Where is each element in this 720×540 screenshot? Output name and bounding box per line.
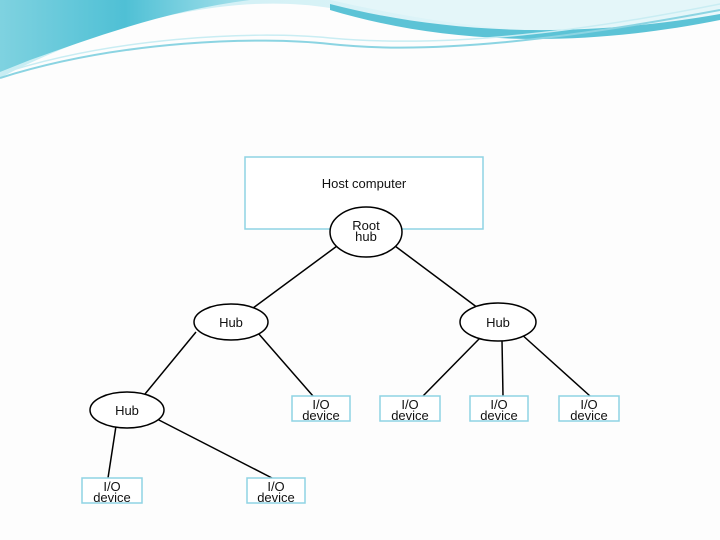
header-decoration xyxy=(0,0,720,79)
hub-lower-label: Hub xyxy=(115,403,139,418)
root-hub-node xyxy=(329,206,403,258)
link-hublower-io1 xyxy=(107,425,117,479)
hub-lower-node xyxy=(89,391,165,429)
link-root-hub-left xyxy=(248,245,338,312)
io-device-label-2: I/O device xyxy=(292,397,350,423)
io-device-label-4: I/O device xyxy=(470,397,528,423)
io-device-box-3 xyxy=(379,395,441,422)
io-device-2-line2: device xyxy=(302,408,340,423)
link-hubright-io4 xyxy=(501,339,504,397)
hub-right-node xyxy=(459,302,537,342)
link-hubright-io3 xyxy=(422,337,481,397)
root-hub-label-line2: hub xyxy=(355,229,377,244)
io-device-1-line1: I/O xyxy=(103,479,121,494)
io-device-label-6: I/O device xyxy=(247,479,305,505)
io-device-box-4 xyxy=(469,395,529,422)
io-device-5-line1: I/O xyxy=(580,397,598,412)
io-device-2-line1: I/O xyxy=(312,397,330,412)
link-hubleft-hublower xyxy=(144,331,197,395)
root-hub-label: Root hub xyxy=(330,218,402,244)
link-hubleft-io2 xyxy=(257,332,314,397)
link-hubright-io5 xyxy=(519,332,591,397)
io-device-box-6 xyxy=(246,477,306,504)
io-device-3-line2: device xyxy=(391,408,429,423)
host-computer-label: Host computer xyxy=(321,176,407,191)
root-hub-label-line1: Root xyxy=(352,218,380,233)
connector-lines xyxy=(107,245,591,479)
link-hublower-io6 xyxy=(154,417,273,479)
io-device-6-line2: device xyxy=(257,490,295,505)
io-device-4-line2: device xyxy=(480,408,518,423)
io-device-3-line1: I/O xyxy=(401,397,419,412)
io-device-box-2 xyxy=(291,395,351,422)
io-device-4-line1: I/O xyxy=(490,397,508,412)
io-device-label-5: I/O device xyxy=(559,397,619,423)
io-device-label-3: I/O device xyxy=(380,397,440,423)
io-device-5-line2: device xyxy=(570,408,608,423)
io-device-6-line1: I/O xyxy=(267,479,285,494)
io-device-box-1 xyxy=(81,477,143,504)
hub-left-node xyxy=(193,303,269,341)
io-device-box-5 xyxy=(558,395,620,422)
link-root-hub-right xyxy=(394,245,483,312)
hub-right-label: Hub xyxy=(486,315,510,330)
io-device-1-line2: device xyxy=(93,490,131,505)
hub-left-label: Hub xyxy=(219,315,243,330)
io-device-label-1: I/O device xyxy=(82,479,142,505)
